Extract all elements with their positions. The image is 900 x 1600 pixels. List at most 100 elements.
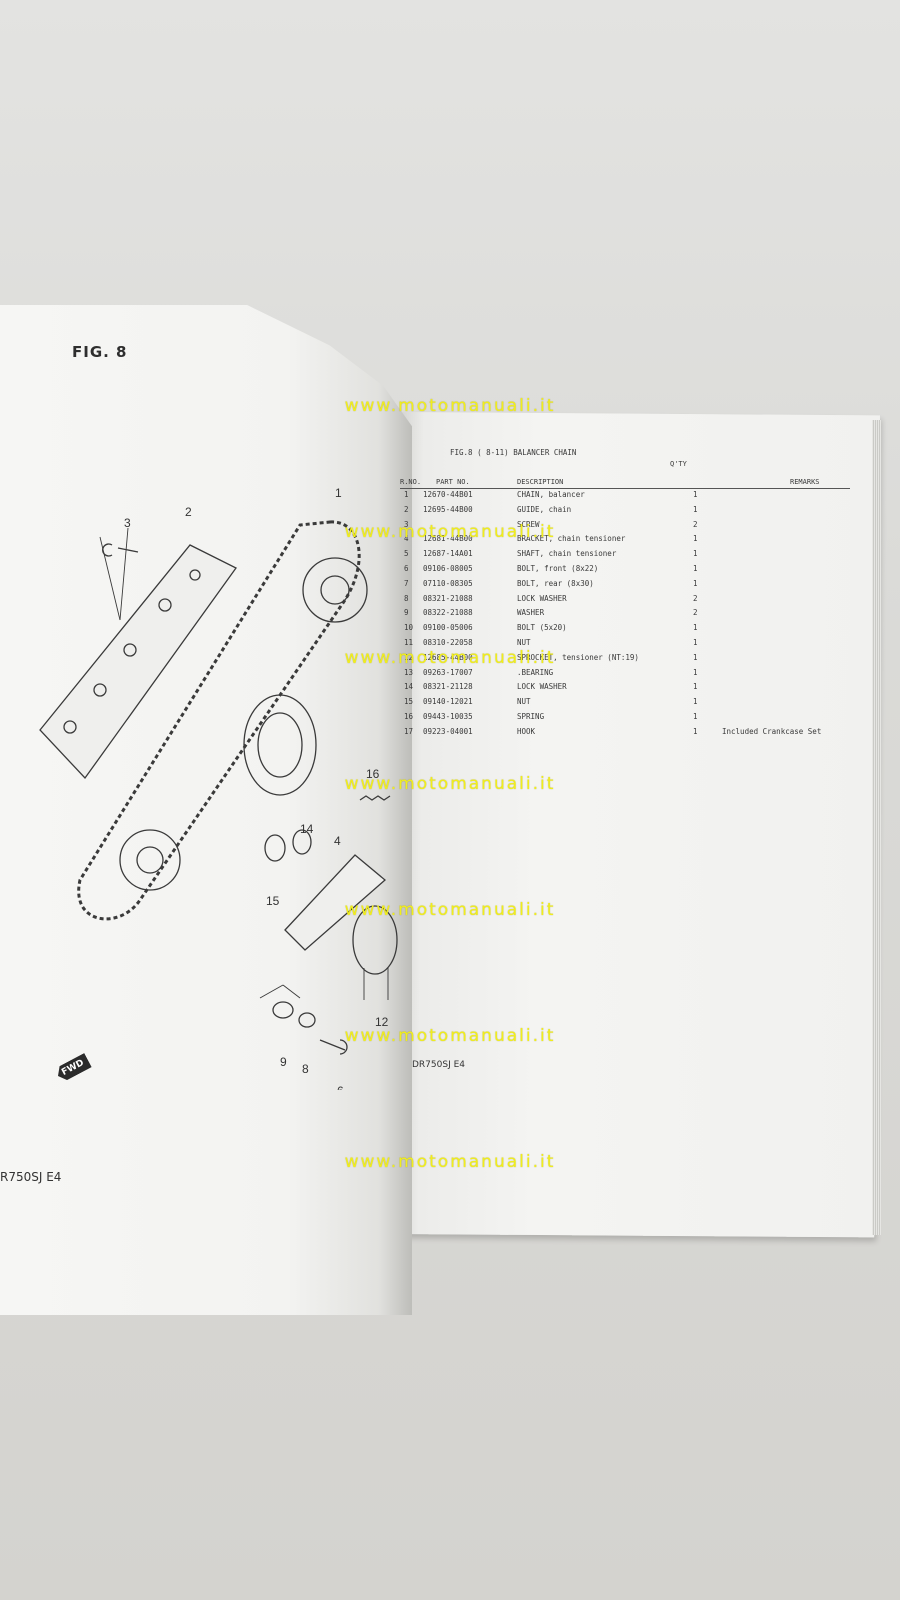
callout-1: 1 (335, 486, 342, 500)
callout-3: 3 (124, 516, 131, 530)
spring-part (359, 795, 391, 801)
cell-part-number: 12681-44B00 (423, 534, 473, 544)
cell-part-number: 09100-05006 (423, 623, 473, 633)
cell-description: NUT (517, 638, 531, 647)
cell-part-number: 08322-21088 (423, 608, 473, 618)
cell-quantity: 1 (693, 652, 698, 662)
cell-part-number: 12670-44B01 (423, 490, 473, 499)
left-page (0, 305, 412, 1315)
cell-ref-number: 9 (404, 608, 409, 618)
cell-description: WASHER (517, 608, 545, 618)
cell-description: GUIDE, chain (517, 504, 572, 514)
balancer-chain (77, 520, 361, 921)
cell-ref-number: 8 (404, 593, 409, 603)
cell-description: HOOK (517, 726, 536, 736)
callout-12: 12 (375, 1015, 389, 1029)
guide-hole (63, 720, 77, 734)
watermark: www.motomanuali.it (344, 648, 556, 668)
page-stack-edge (872, 420, 881, 1235)
table-row: 9 08322-21088 WASHER 2 (400, 608, 860, 623)
cell-quantity: 1 (693, 490, 698, 499)
washer-part (272, 1001, 294, 1019)
col-ref-no: R.NO. (400, 478, 422, 486)
cell-part-number: 09223-04001 (423, 726, 473, 736)
callout-16: 16 (366, 767, 380, 781)
right-page-model-code: DR750SJ E4 (412, 1060, 466, 1070)
cell-quantity: 1 (693, 564, 698, 573)
cell-description: BRACKET, chain tensioner (517, 534, 626, 544)
table-row: 6 09106-08005 BOLT, front (8x22) 1 (400, 564, 860, 579)
cell-quantity: 2 (693, 593, 698, 603)
cell-description: SPRING (517, 712, 545, 721)
cell-quantity: 2 (693, 608, 698, 618)
cell-ref-number: 16 (404, 712, 414, 721)
cell-description: LOCK WASHER (517, 682, 567, 692)
cell-ref-number: 15 (404, 697, 414, 707)
cell-description: BOLT, front (8x22) (517, 564, 599, 573)
lower-sprocket (119, 829, 181, 891)
col-remarks: REMARKS (790, 478, 820, 486)
cell-part-number: 09106-08005 (423, 564, 473, 573)
qty-header: Q'TY (670, 460, 687, 468)
cell-ref-number: 5 (404, 549, 409, 559)
tensioner-bracket (284, 854, 387, 951)
chain-guide-part (39, 544, 237, 780)
nut-part (264, 834, 286, 862)
left-page-model-code: R750SJ E4 (0, 1170, 62, 1184)
cell-description: NUT (517, 697, 531, 707)
cell-description: LOCK WASHER (517, 593, 567, 603)
cell-quantity: 1 (693, 549, 698, 559)
cell-part-number: 09443-10035 (423, 712, 473, 721)
col-part-no: PART NO. (436, 478, 470, 486)
cell-description: SCREW (517, 519, 540, 529)
cell-ref-number: 1 (404, 490, 409, 499)
cell-quantity: 1 (693, 534, 698, 544)
watermark: www.motomanuali.it (344, 1026, 556, 1046)
guide-hole (93, 683, 107, 697)
cell-quantity: 1 (693, 623, 698, 633)
balancer-chain-diagram: 1 2 3 4 6 8 9 12 14 15 16 (39, 486, 398, 1090)
cell-ref-number: 17 (404, 726, 414, 736)
cell-ref-number: 12 (404, 652, 414, 662)
watermark: www.motomanuali.it (344, 900, 556, 920)
col-description: DESCRIPTION (517, 478, 564, 486)
cell-ref-number: 4 (404, 534, 409, 544)
cell-quantity: 1 (693, 682, 698, 692)
callout-2: 2 (185, 505, 192, 519)
cell-part-number: 12687-14A01 (423, 549, 473, 559)
cell-quantity: 2 (693, 519, 698, 529)
cell-ref-number: 13 (404, 667, 414, 677)
cell-quantity: 1 (693, 638, 698, 647)
cell-quantity: 1 (693, 712, 698, 721)
parts-table-title: FIG.8 ( 8-11) BALANCER CHAIN (450, 448, 577, 457)
cell-description: BOLT (5x20) (517, 623, 567, 633)
table-row: 15 09140-12021 NUT 1 (400, 697, 860, 712)
cell-ref-number: 14 (404, 682, 414, 692)
cell-quantity: 1 (693, 578, 698, 588)
table-row: 4 12681-44B00 BRACKET, chain tensioner 1 (400, 534, 860, 549)
cell-ref-number: 7 (404, 578, 409, 588)
tensioner-sprocket (352, 905, 398, 975)
cell-part-number: 09263-17007 (423, 667, 473, 677)
watermark: www.motomanuali.it (344, 774, 556, 794)
lock-washer-lower-part (298, 1012, 316, 1028)
cell-ref-number: 6 (404, 564, 409, 573)
watermark: www.motomanuali.it (344, 522, 556, 542)
cell-part-number: 12695-44B00 (423, 504, 473, 514)
bolt-part (319, 1039, 348, 1055)
cell-part-number: 12685-44B00 (423, 652, 473, 662)
cell-quantity: 1 (693, 697, 698, 707)
cell-description: BOLT, rear (8x30) (517, 578, 594, 588)
lock-washer-part (292, 829, 312, 855)
header-rule (400, 488, 850, 489)
callout-6: 6 (337, 1084, 344, 1090)
cell-part-number: 09140-12021 (423, 697, 473, 707)
cell-part-number: 07110-08305 (423, 578, 473, 588)
callout-9: 9 (280, 1055, 287, 1069)
guide-hole (123, 643, 137, 657)
